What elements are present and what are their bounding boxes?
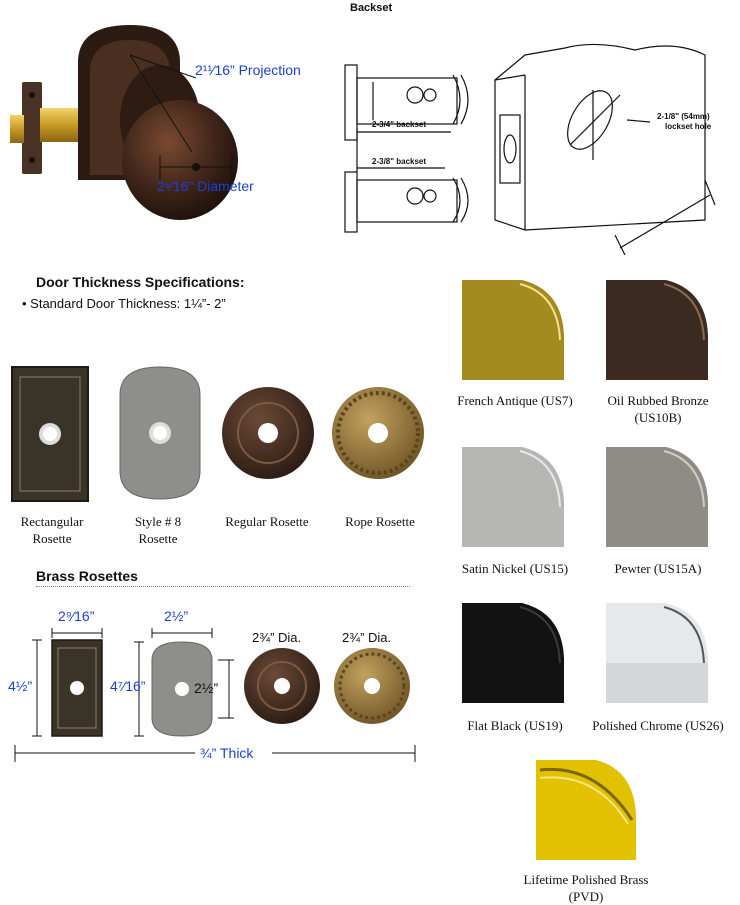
style8-height-label: 4⁷⁄16” (110, 678, 146, 694)
knob-photo (0, 0, 330, 250)
rope-dia-label: 2¾” Dia. (342, 630, 392, 645)
swatch-flat-black (462, 603, 564, 703)
backset-long-label: 2-3/4" backset (372, 120, 427, 129)
rosette-label-style8: Style # 8 Rosette (134, 514, 182, 546)
rect-width-label: 2⁹⁄16” (58, 608, 95, 624)
hole-label-1: 2-1/8" (54mm) (657, 112, 710, 121)
projection-label: 2¹¹⁄16” Projection (195, 62, 301, 78)
backset-title: Backset (350, 2, 393, 14)
regular-dia-label: 2¾” Dia. (252, 630, 302, 645)
swatch-polished-chrome (606, 603, 708, 703)
door-heading: Door Thickness Specifications: (36, 274, 245, 290)
swatch-polished-brass (536, 760, 636, 860)
style8-inner-label: 2½” (194, 680, 219, 696)
backset-short-label: 2-3/8" backset (372, 157, 427, 166)
swatch-pewter (606, 447, 708, 547)
finish-label-oil-rubbed-bronze: Oil Rubbed Bronze (US10B) (607, 393, 709, 425)
hole-label-2: lockset hole (665, 122, 712, 131)
rosette-label-regular: Regular Rosette (225, 514, 309, 529)
rosette-label-rectangular: Rectangular Rosette (20, 514, 84, 546)
finish-label-flat-black: Flat Black (US19) (467, 718, 563, 733)
finish-label-satin-nickel: Satin Nickel (US15) (461, 561, 569, 576)
door-bullet: • Standard Door Thickness: 1¼”- 2” (22, 296, 226, 311)
brass-divider (36, 586, 410, 587)
brass-heading: Brass Rosettes (36, 568, 138, 584)
brass-dimension-diagram (10, 600, 430, 770)
finish-label-french-antique: French Antique (US7) (457, 393, 573, 408)
rosette-label-rope: Rope Rosette (345, 514, 415, 529)
style8-width-label: 2½” (164, 608, 189, 624)
finish-label-polished-brass: Lifetime Polished Brass (PVD) (523, 872, 649, 904)
backset-diagram (335, 20, 735, 255)
swatch-french-antique (462, 280, 564, 380)
swatch-oil-rubbed-bronze (606, 280, 708, 380)
thick-label: ¾” Thick (200, 745, 254, 761)
rosette-photos (10, 365, 430, 505)
rect-height-label: 4½” (8, 678, 33, 694)
finish-label-polished-chrome: Polished Chrome (US26) (592, 718, 724, 733)
swatch-satin-nickel (462, 447, 564, 547)
finish-label-pewter: Pewter (US15A) (614, 561, 702, 576)
diameter-label: 2⁵⁄16” Diameter (157, 178, 254, 194)
